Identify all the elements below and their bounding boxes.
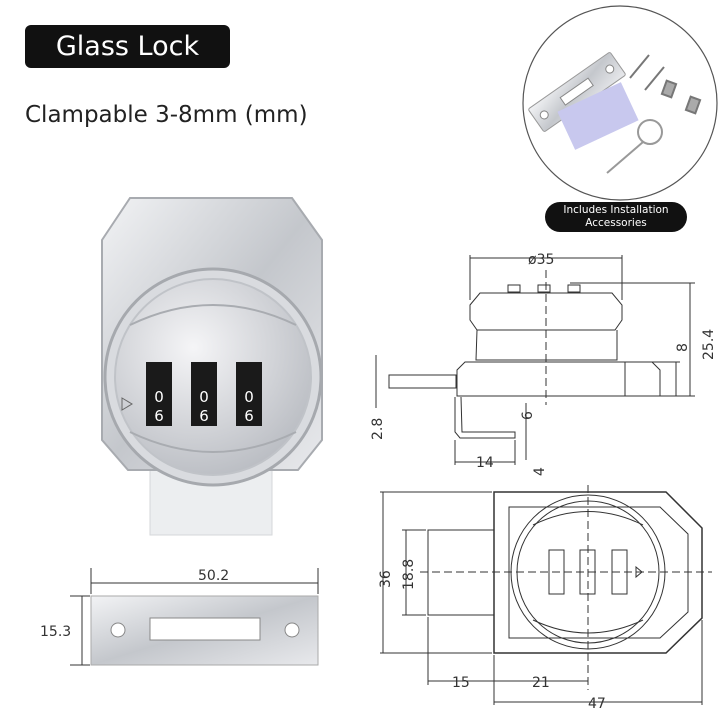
combination-wheels: 0 0 0 6 6 6 <box>146 362 262 426</box>
dim-total-height: 25.4 <box>701 329 717 360</box>
subtitle: Clampable 3-8mm (mm) <box>25 102 308 128</box>
dim-front-height: 36 <box>378 570 394 588</box>
dim-hook-length: 14 <box>476 455 494 471</box>
dim-diameter: ø35 <box>528 252 554 268</box>
dim-bolt-length: 15 <box>452 675 470 691</box>
dim-center-offset: 21 <box>532 675 550 691</box>
wheel-digit: 0 <box>154 388 164 406</box>
dim-front-width: 47 <box>588 696 606 712</box>
accessories-badge-line2: Accessories <box>585 217 647 229</box>
dim-bolt-thickness: 2.8 <box>370 418 386 440</box>
strike-plate-accessory <box>528 52 626 132</box>
screws <box>629 54 702 115</box>
dim-strike-height: 15.3 <box>40 624 71 640</box>
wheel-digit: 0 <box>199 388 209 406</box>
wheel-digit: 6 <box>199 407 209 425</box>
adhesive-pad <box>557 82 639 150</box>
accessories-badge-line1: Includes Installation <box>563 204 669 216</box>
lock-photo: 0 0 0 6 6 6 <box>101 197 323 536</box>
dim-hook-gap: 6 <box>520 411 536 420</box>
strike-plate-drawing <box>70 568 319 666</box>
title: Glass Lock <box>55 31 200 62</box>
dim-strike-width: 50.2 <box>198 568 229 584</box>
wheel-digit: 6 <box>154 407 164 425</box>
dim-bolt-height: 18.8 <box>401 559 417 590</box>
wheel-digit: 6 <box>244 407 254 425</box>
side-view-drawing <box>375 255 695 465</box>
dim-base-height: 8 <box>675 343 691 352</box>
accessories-badge: Includes Installation Accessories <box>545 202 687 232</box>
title-badge: Glass Lock <box>25 25 230 68</box>
front-view-drawing <box>380 485 712 705</box>
accessories-image <box>522 5 718 201</box>
dim-hook-tip: 4 <box>532 467 548 476</box>
key-pin <box>606 119 663 174</box>
wheel-digit: 0 <box>244 388 254 406</box>
